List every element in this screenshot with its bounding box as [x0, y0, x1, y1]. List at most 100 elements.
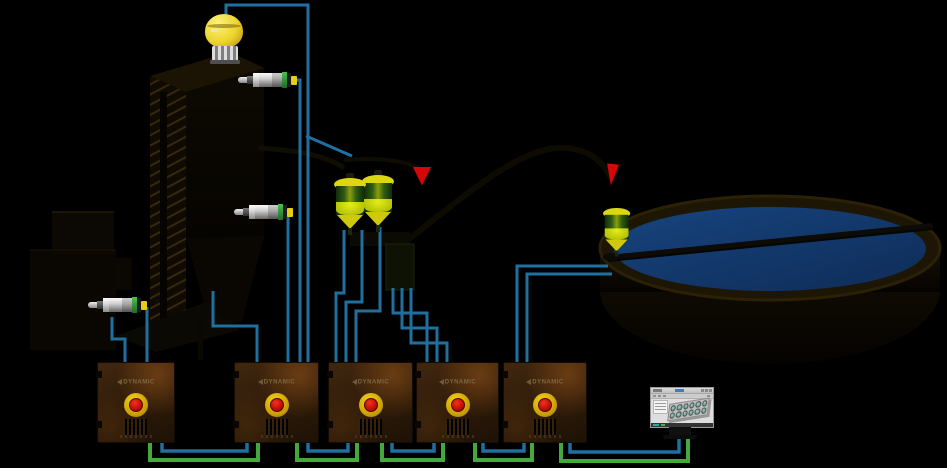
tower-lattice-face — [150, 76, 186, 338]
cabinet-plate — [441, 435, 474, 438]
radar-label — [211, 29, 218, 32]
wire-machine-to-cabinet1 — [110, 317, 127, 362]
control-cabinet-3: DYNAMIC — [327, 362, 413, 443]
tray-cell — [688, 409, 695, 417]
cabinet-hinge — [327, 421, 333, 428]
dynamic-logo-mark — [438, 379, 444, 385]
cabinet-plate — [529, 435, 561, 438]
tray-cell — [701, 399, 708, 407]
green-loop-2 — [295, 441, 359, 462]
red-triangle-icon — [604, 163, 620, 186]
radar-flange — [210, 60, 240, 64]
cabinet-hinge — [502, 421, 508, 428]
tank-rim-edge — [598, 194, 942, 302]
estop-ring — [445, 393, 470, 417]
wire-hopper-to-cabinet2 — [211, 291, 259, 362]
radar-thread-base — [212, 46, 238, 61]
sensor-tip — [88, 302, 97, 308]
sensor-cap — [137, 298, 141, 312]
panel-line — [655, 403, 666, 404]
vessel-stem — [376, 225, 380, 232]
window-titlebar — [651, 388, 713, 394]
estop-button — [450, 398, 465, 412]
wire-vessel1-to-cabinet3 — [334, 230, 346, 362]
tray-cell — [670, 404, 677, 412]
wire-tankvessel2-to-cabinet5 — [525, 272, 612, 362]
tank-water — [614, 207, 926, 291]
wire-sensor1-to-cabinet2 — [293, 78, 302, 362]
toolbar-icon — [663, 395, 666, 397]
estop-ring — [358, 393, 383, 417]
sensor-green-ring — [282, 72, 287, 88]
cabinet-hinge — [415, 421, 421, 428]
cabinet-plate — [120, 435, 152, 438]
vessel-funnel — [337, 215, 363, 229]
sensor-tip — [238, 77, 247, 83]
pc-monitor-icon — [650, 387, 714, 428]
dosing-vessel-icon — [334, 173, 366, 240]
sensor-green-ring — [132, 297, 137, 313]
status-indicator — [653, 424, 659, 426]
radar-band — [207, 24, 241, 28]
window-side-panel — [653, 400, 668, 414]
pressure-sensor-icon — [88, 296, 148, 314]
cabinet-logo-text: DYNAMIC — [444, 379, 477, 386]
estop-ring — [533, 393, 557, 417]
vessel-stem — [614, 250, 619, 257]
pipe-to-marker-1 — [343, 157, 425, 172]
green-loop-1 — [148, 441, 260, 462]
sensor-cable-gland — [287, 208, 293, 217]
vessel-liquid — [604, 228, 629, 240]
sensor-cap — [287, 73, 291, 87]
cabinet-hinge — [96, 421, 102, 428]
sensor-green-ring — [278, 204, 283, 220]
pipe-tower-to-vessels — [257, 145, 346, 171]
cabinet-hinge — [415, 371, 421, 378]
cabinet-logo: DYNAMIC — [98, 379, 174, 386]
sensor-body — [253, 73, 282, 87]
skimmer-arm-shadow — [607, 228, 934, 262]
container-tray-3d — [667, 397, 710, 422]
green-loop-3 — [380, 441, 445, 462]
blue-loop-1 — [160, 441, 249, 453]
cabinet-logo-text: DYNAMIC — [532, 379, 564, 386]
vessel-liquid — [364, 199, 392, 212]
dynamic-logo-mark — [351, 379, 357, 385]
skimmer-arm — [607, 223, 934, 261]
window-buttons — [701, 389, 712, 392]
cabinet-logo: DYNAMIC — [417, 379, 498, 386]
tray-cell — [676, 403, 683, 411]
control-cabinet-2: DYNAMIC — [233, 362, 319, 443]
radar-level-sensor-icon — [205, 14, 245, 66]
tray-cell — [700, 407, 707, 415]
qr-label — [263, 419, 288, 435]
toolbar-icon — [653, 395, 656, 397]
cabinet-logo-text: DYNAMIC — [263, 379, 296, 386]
sensor-cable-gland — [291, 76, 297, 85]
signal-wires — [110, 3, 612, 362]
monitor-stand — [669, 427, 691, 436]
sensor-tip — [234, 209, 243, 215]
dosing-vessel-icon — [362, 170, 394, 237]
estop-button — [129, 398, 143, 412]
sensor-collar — [247, 76, 253, 84]
cabinet-hinge — [233, 371, 239, 378]
vessel-funnel — [605, 239, 628, 252]
monitor-foot — [663, 435, 697, 439]
red-triangle-icon — [413, 167, 431, 185]
sensor-collar — [97, 301, 103, 309]
tray-cell — [689, 401, 696, 409]
qr-label — [444, 419, 469, 435]
window-title-chip — [653, 389, 662, 392]
wire-radar-to-cabinet2 — [224, 3, 310, 362]
cabinet-logo: DYNAMIC — [329, 379, 412, 386]
tower-front-face — [186, 68, 264, 240]
dynamic-logo-mark — [117, 379, 123, 385]
vessel-probe — [346, 173, 354, 180]
feeder-machine — [30, 211, 132, 350]
scrubber-tower — [116, 52, 264, 360]
blue-loop-2 — [306, 441, 350, 453]
cabinet-hinge — [327, 371, 333, 378]
cabinet-logo: DYNAMIC — [235, 379, 318, 386]
